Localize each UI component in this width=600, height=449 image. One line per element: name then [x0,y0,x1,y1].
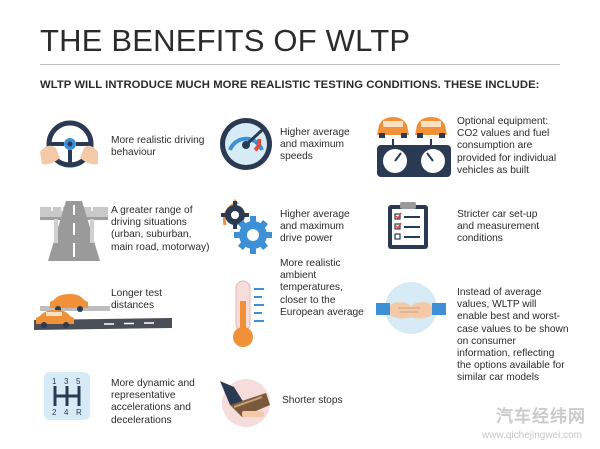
benefit-drive-power: Higher average and maximum drive power [280,209,350,245]
svg-text:2: 2 [52,408,57,417]
benefit-best-worst-values: Instead of average values, WLTP will ena… [457,287,569,384]
watermark-brand: 汽车经纬网 [496,407,586,426]
cars-gauges-icon [377,117,451,177]
svg-text:5: 5 [76,377,81,386]
stopwatch-icon [220,379,270,427]
speedometer-icon [220,118,272,170]
page-subtitle: WLTP WILL INTRODUCE MUCH MORE REALISTIC … [40,79,540,91]
watermark-url: www.qichejingwei.com [481,430,582,441]
benefit-range-situations: A greater range of driving situations (u… [111,205,210,253]
benefit-higher-speeds: Higher average and maximum speeds [280,127,350,163]
svg-text:R: R [76,408,82,417]
benefit-realistic-driving: More realistic driving behaviour [111,135,205,159]
handshake-icon [376,282,446,334]
gear-shift-icon: 1 3 5 2 4 R [44,372,90,420]
benefit-dynamic-accelerations: More dynamic and representative accelera… [111,378,195,426]
steering-wheel-icon [40,120,98,168]
benefit-shorter-stops: Shorter stops [282,395,343,406]
benefit-stricter-setup: Stricter car set-up and measurement cond… [457,209,540,245]
page-title: THE BENEFITS OF WLTP [40,23,411,58]
road-cars-icon [34,294,172,330]
title-divider [40,64,560,65]
benefit-optional-equipment: Optional equipment: CO2 values and fuel … [457,116,557,176]
thermometer-icon [233,280,264,347]
benefit-longer-distances: Longer test distances [111,288,162,312]
highway-icon [40,201,108,261]
gears-icon [221,199,272,254]
svg-text:4: 4 [64,408,69,417]
svg-text:3: 3 [64,377,69,386]
svg-text:1: 1 [52,377,57,386]
clipboard-checklist-icon [388,202,428,249]
benefit-ambient-temperatures: More realistic ambient temperatures, clo… [280,258,364,318]
